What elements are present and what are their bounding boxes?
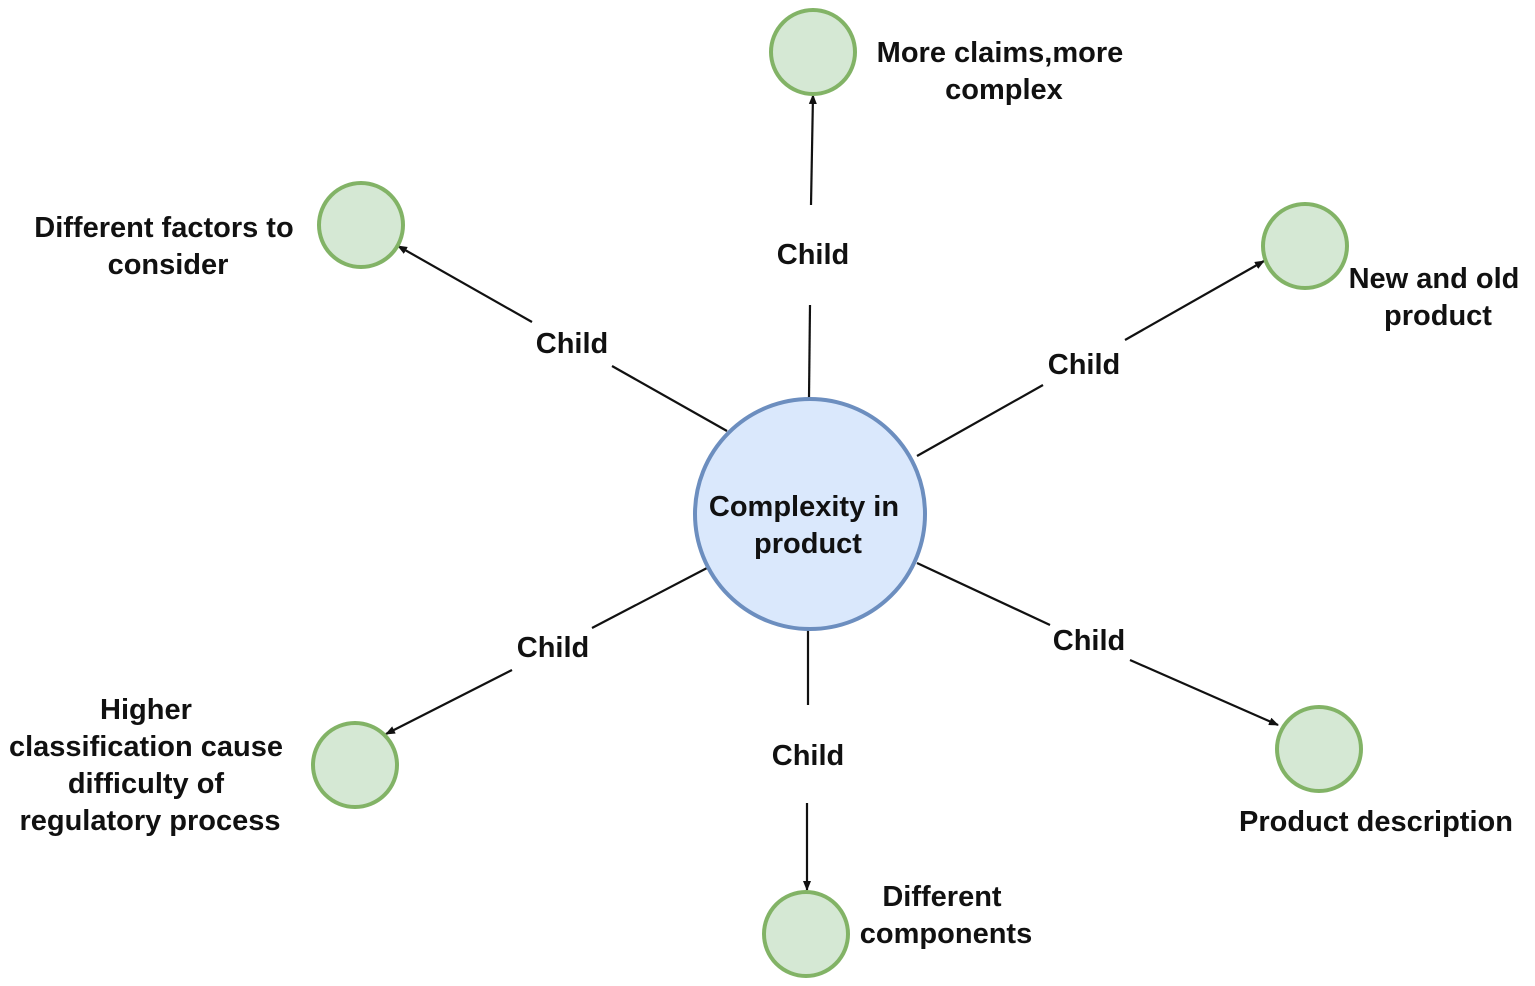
child-label-line: More claims,more: [877, 37, 1124, 69]
child-label-line: Higher: [100, 694, 192, 726]
child-circle: [311, 721, 399, 809]
center-circle: [693, 397, 927, 631]
edge-top: Child: [777, 94, 850, 399]
edge-label-upper-right: Child: [1048, 349, 1121, 381]
child-label-line: Product description: [1239, 806, 1513, 838]
edge-lower-left: Child: [385, 567, 708, 735]
child-circle: [769, 8, 857, 96]
child-label-bottom: Different components: [860, 881, 1032, 950]
child-node-lower-right: Product description: [1239, 705, 1513, 838]
child-circle: [1275, 705, 1363, 793]
edge-label-bottom: Child: [772, 740, 845, 772]
edge-lower-right: Child: [916, 562, 1279, 727]
edge-upper-left: Child: [397, 245, 728, 432]
child-node-top: More claims,more complex: [769, 8, 1132, 106]
child-label-line: regulatory process: [19, 805, 280, 837]
child-label-line: components: [860, 918, 1032, 950]
child-label-line: New and old: [1349, 263, 1520, 295]
center-label-line: product: [754, 528, 862, 560]
edge-label-lower-right: Child: [1053, 625, 1126, 657]
child-label-line: consider: [108, 249, 229, 281]
child-circle: [762, 890, 850, 978]
child-label-line: difficulty of: [68, 768, 225, 800]
edge-upper-right: Child: [916, 260, 1265, 457]
child-label-line: classification cause: [9, 731, 283, 763]
child-label-line: complex: [945, 74, 1063, 106]
edge-label-top: Child: [777, 239, 850, 271]
child-node-bottom: Different components: [762, 881, 1032, 978]
child-node-lower-left: Higher classification cause difficulty o…: [9, 694, 399, 837]
child-label-upper-left: Different factors to consider: [34, 212, 301, 281]
child-label-line: Different factors to: [34, 212, 293, 244]
child-label-lower-left: Higher classification cause difficulty o…: [9, 694, 291, 837]
child-label-upper-right: New and old product: [1349, 263, 1528, 332]
edge-label-lower-left: Child: [517, 632, 590, 664]
center-node: Complexity in product: [693, 397, 927, 631]
child-label-line: Different: [882, 881, 1002, 913]
center-label: Complexity in product: [709, 491, 907, 560]
center-label-line: Complexity in: [709, 491, 899, 523]
edge-label-upper-left: Child: [536, 328, 609, 360]
child-circle: [1261, 202, 1349, 290]
child-node-upper-left: Different factors to consider: [34, 181, 405, 281]
child-label-line: product: [1384, 300, 1492, 332]
child-label-lower-right: Product description: [1239, 806, 1513, 838]
child-label-top: More claims,more complex: [877, 37, 1132, 106]
child-circle: [317, 181, 405, 269]
edge-bottom: Child: [772, 630, 845, 891]
child-node-upper-right: New and old product: [1261, 202, 1528, 332]
